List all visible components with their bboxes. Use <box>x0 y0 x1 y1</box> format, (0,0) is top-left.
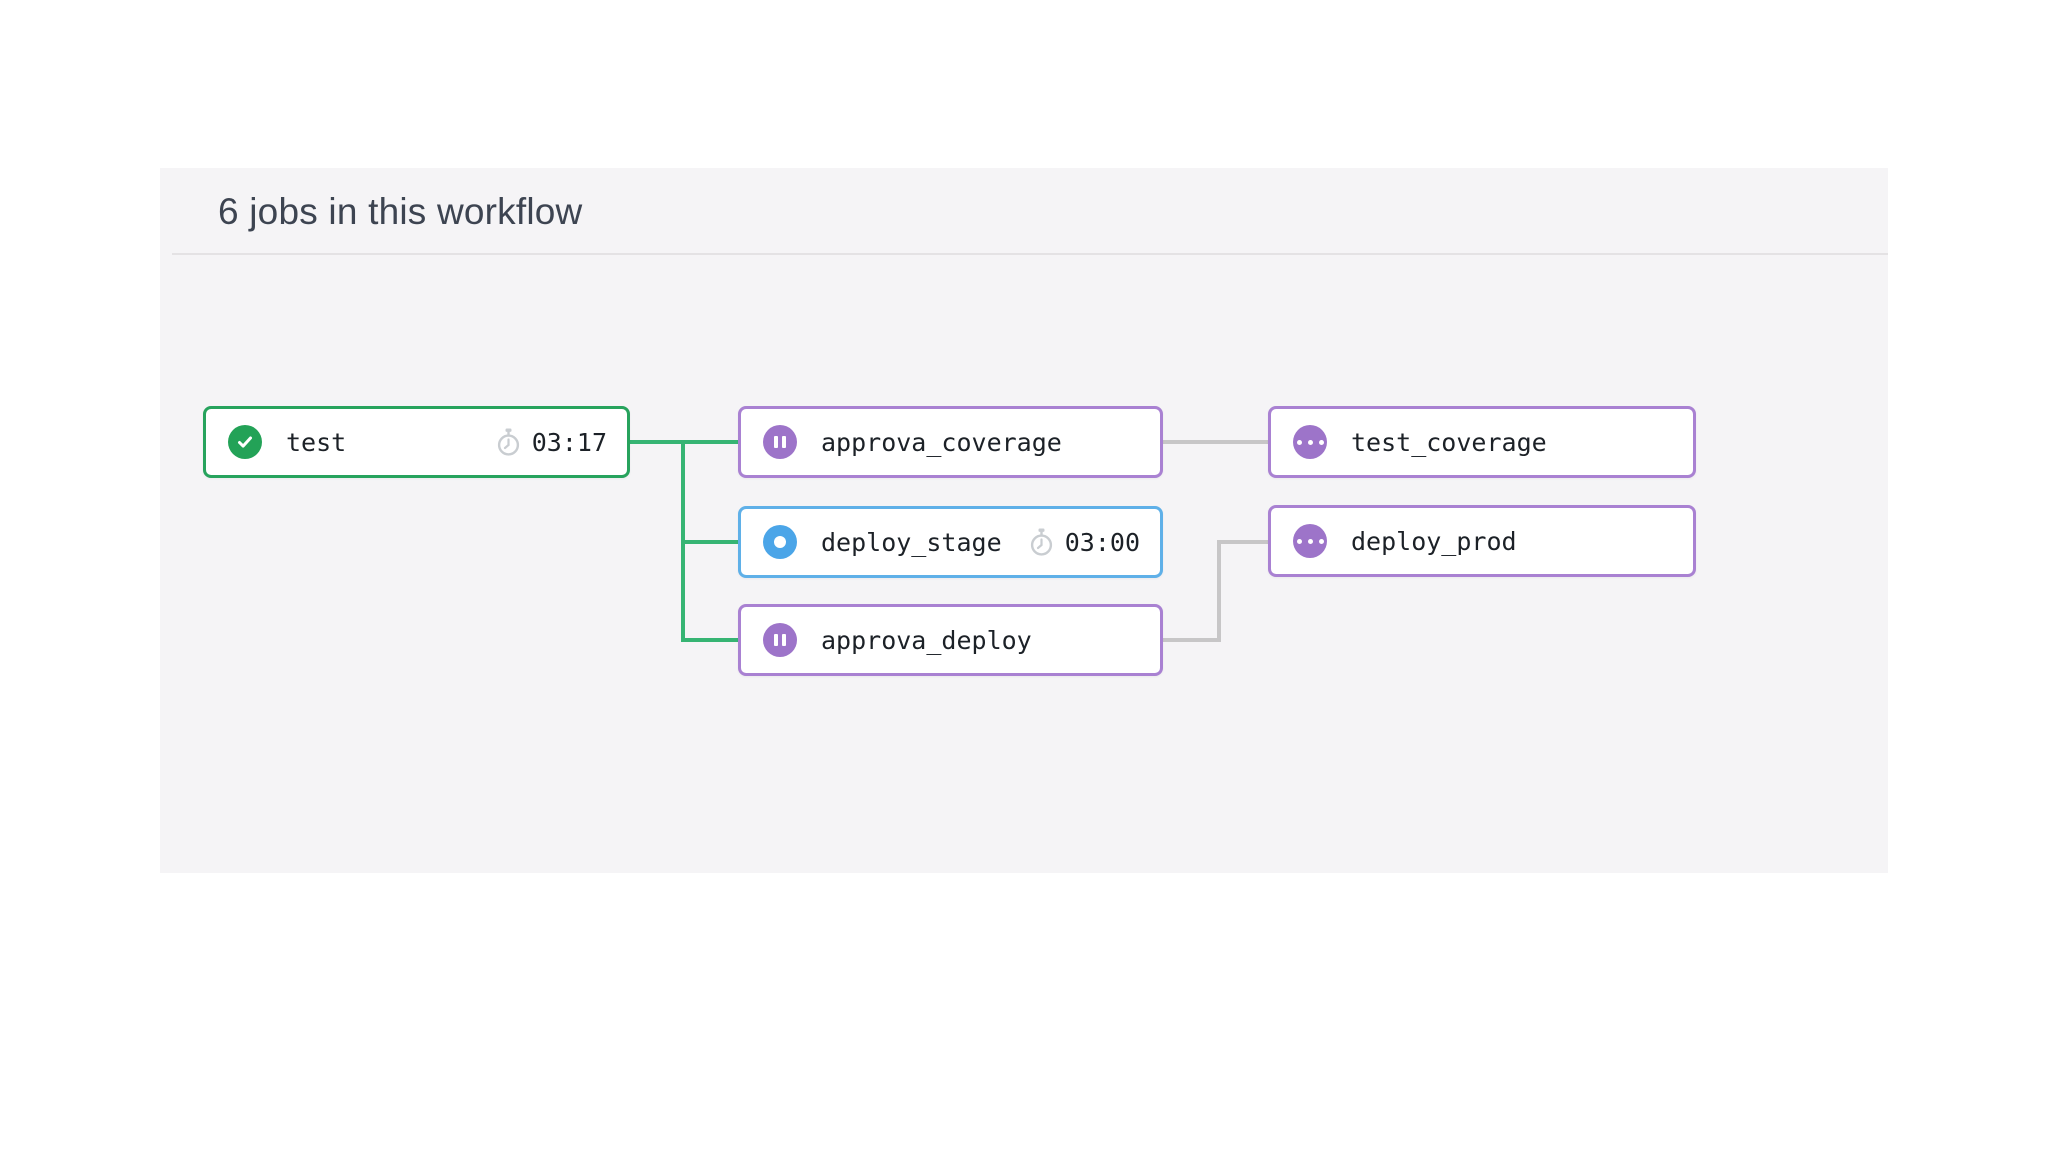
ellipsis-dot <box>1318 439 1324 445</box>
pause-bar <box>782 436 786 448</box>
job-node-test_coverage[interactable]: test_coverage <box>1268 406 1696 478</box>
ellipsis-circle-icon <box>1293 425 1327 459</box>
job-label: test_coverage <box>1351 427 1547 457</box>
ellipsis-circle-icon <box>1293 524 1327 558</box>
workflow-panel: 6 jobs in this workflow test <box>160 168 1888 873</box>
pause-circle-icon <box>763 623 797 657</box>
job-duration-value: 03:17 <box>531 427 607 457</box>
job-node-test[interactable]: test 03:17 <box>203 406 630 478</box>
workflow-panel-header: 6 jobs in this workflow <box>160 168 1888 255</box>
job-duration: 03:00 <box>1028 528 1140 557</box>
pause-bar <box>774 634 778 646</box>
running-dot <box>774 536 786 548</box>
job-label: approva_deploy <box>821 625 1032 655</box>
job-node-approva_coverage[interactable]: approva_coverage <box>738 406 1163 478</box>
workflow-graph: test 03:17 approv <box>160 168 1888 873</box>
job-label: deploy_prod <box>1351 526 1517 556</box>
edge-to-deploy_prod <box>1217 540 1270 544</box>
edge-approva_deploy-out <box>1160 638 1221 642</box>
job-duration: 03:17 <box>495 428 607 457</box>
job-node-deploy_prod[interactable]: deploy_prod <box>1268 505 1696 577</box>
edge-approva_deploy-riser <box>1217 540 1221 642</box>
ellipsis-dot <box>1307 439 1313 445</box>
ellipsis-dot <box>1318 538 1324 544</box>
job-label: deploy_stage <box>821 527 1002 557</box>
job-label: approva_coverage <box>821 427 1062 457</box>
stopwatch-icon <box>497 428 519 456</box>
ellipsis-dot <box>1296 538 1302 544</box>
pause-bar <box>774 436 778 448</box>
ellipsis-dot <box>1307 538 1313 544</box>
job-label: test <box>286 427 347 457</box>
job-node-deploy_stage[interactable]: deploy_stage 03:00 <box>738 506 1163 578</box>
ellipsis-dot <box>1296 439 1302 445</box>
workflow-jobs-count-title: 6 jobs in this workflow <box>218 190 583 232</box>
check-circle-icon <box>228 425 262 459</box>
job-duration-value: 03:00 <box>1064 527 1140 557</box>
edge-approva_coverage-to-test_coverage <box>1160 440 1270 444</box>
edge-test-to-deploy_stage <box>681 540 740 544</box>
running-circle-icon <box>763 525 797 559</box>
pause-bar <box>782 634 786 646</box>
stopwatch-icon <box>1030 528 1052 556</box>
pause-circle-icon <box>763 425 797 459</box>
edge-test-to-approva_deploy <box>681 638 740 642</box>
job-node-approva_deploy[interactable]: approva_deploy <box>738 604 1163 676</box>
